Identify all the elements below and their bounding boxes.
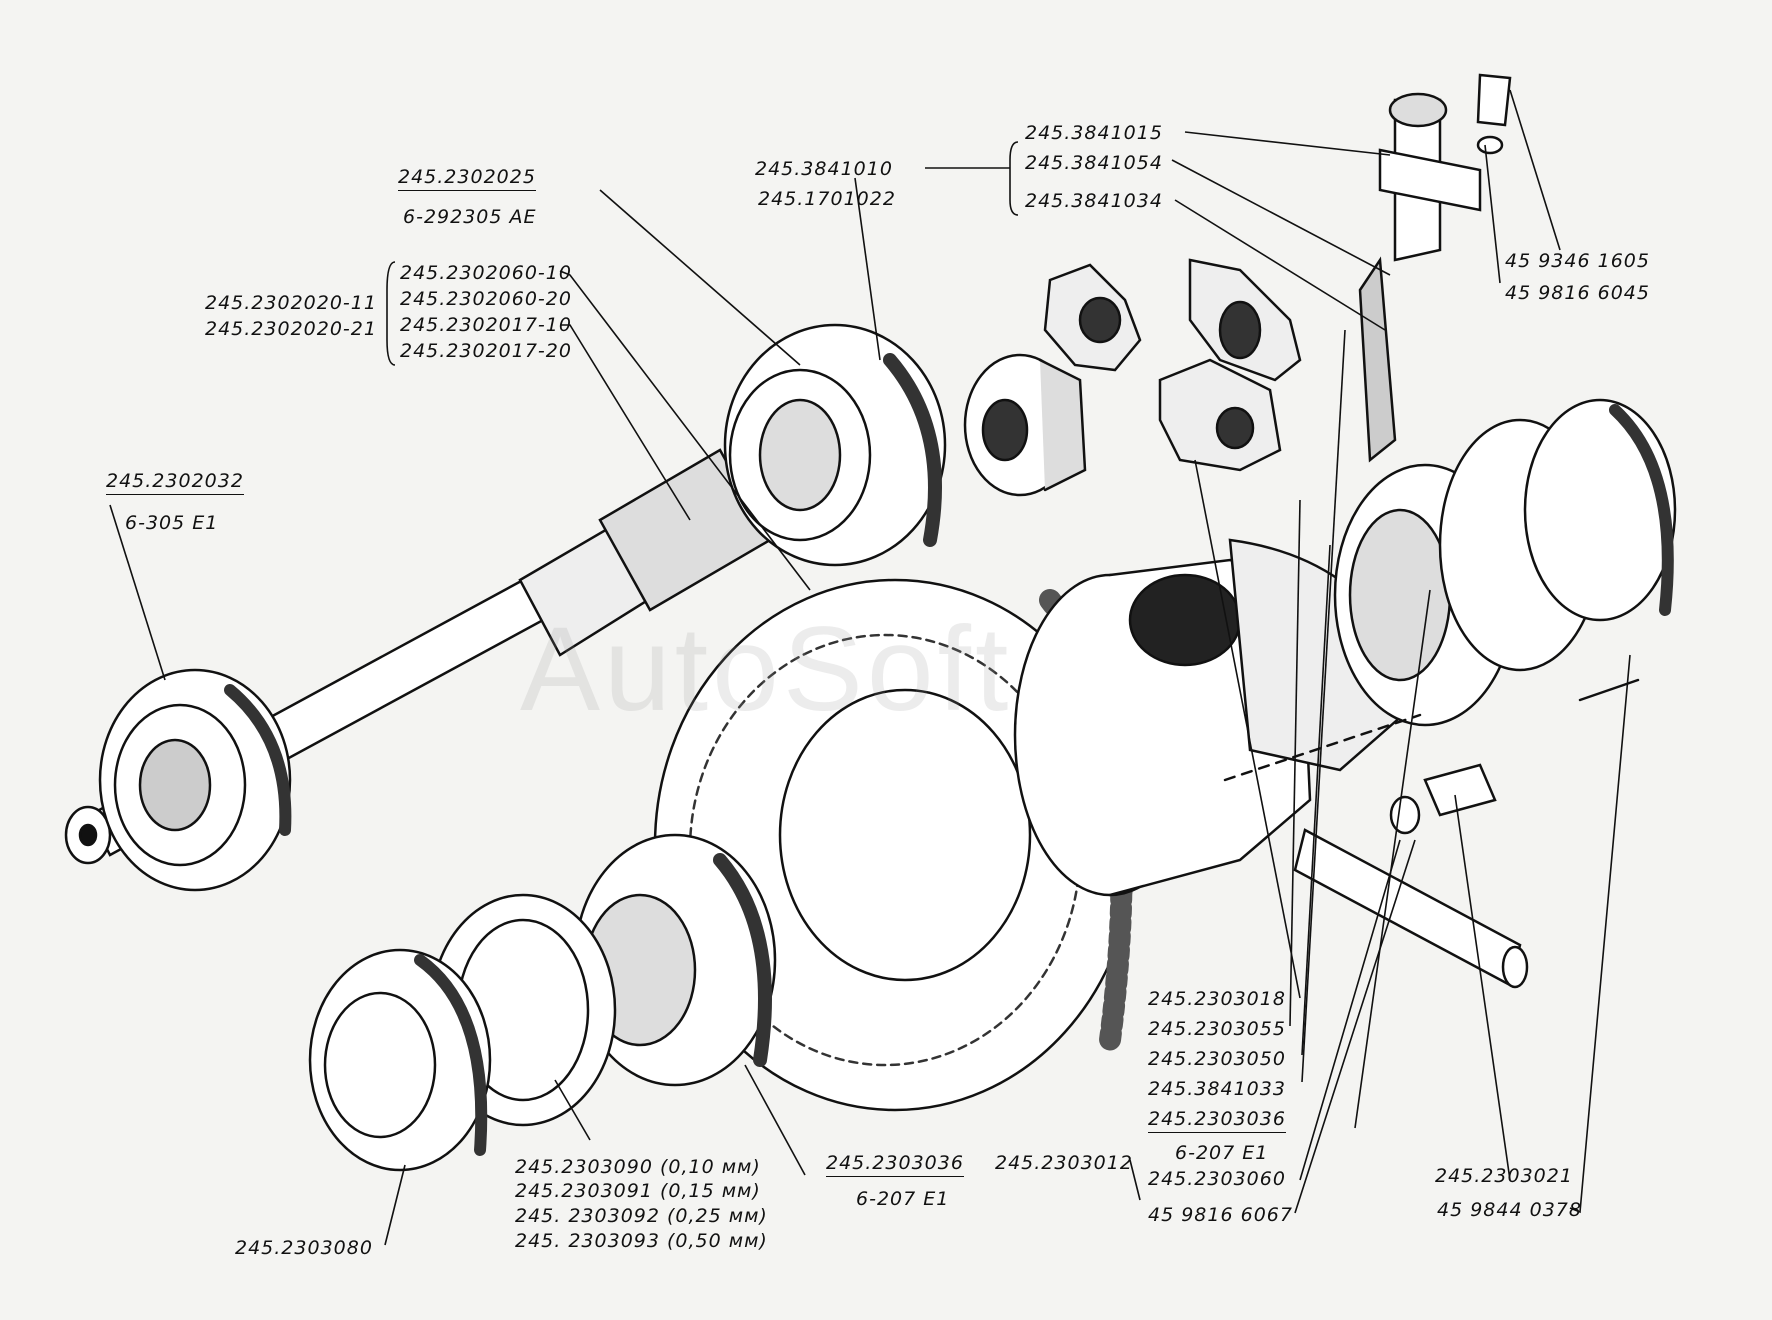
- label-245-3841033: 245.3841033: [1148, 1078, 1286, 1100]
- left-shaft-bearing: [98, 668, 292, 892]
- side-gear-small: [963, 353, 1087, 497]
- speedometer-drive: [1358, 73, 1512, 463]
- label-245-2303012: 245.2303012: [995, 1152, 1133, 1174]
- satellite-gear-2: [1188, 258, 1302, 382]
- label-45-9816-6067: 45 9816 6067: [1148, 1204, 1293, 1226]
- label-245-2303080: 245.2303080: [235, 1237, 373, 1259]
- oil-seal: [308, 948, 492, 1172]
- label-245-3841054: 245.3841054: [1025, 152, 1163, 174]
- satellite-gear-3: [1158, 358, 1282, 472]
- label-6-305-e1: 6-305 Е1: [125, 512, 219, 534]
- label-245-3841010: 245.3841010: [755, 158, 893, 180]
- label-245-2303060: 245.2303060: [1148, 1168, 1286, 1190]
- label-245-2302025: 245.2302025: [398, 166, 536, 191]
- label-6-207-e1-right: 6-207 Е1: [1175, 1142, 1269, 1164]
- label-245-1701022: 245.1701022: [758, 188, 896, 210]
- right-seal: [1523, 398, 1677, 622]
- watermark-text: AutoSoft: [520, 602, 1013, 736]
- label-245-2302017-20: 245.2302017-20: [400, 340, 572, 362]
- label-245-2302060-20: 245.2302060-20: [400, 288, 572, 310]
- label-45-9844-0378: 45 9844 0378: [1437, 1199, 1582, 1221]
- label-45-9816-6045: 45 9816 6045: [1505, 282, 1650, 304]
- shaft-roller-bearing: [723, 323, 947, 567]
- differential-case: [1013, 538, 1422, 897]
- label-245-2303090: 245.2303090 (0,10 мм): [515, 1156, 761, 1178]
- label-6-207-e1-bottom: 6-207 Е1: [856, 1188, 950, 1210]
- label-6-292305: 6-292305 АЕ: [403, 206, 537, 228]
- label-245-2302060-10: 245.2302060-10: [400, 262, 572, 284]
- label-245-2303092: 245. 2303092 (0,25 мм): [515, 1205, 768, 1227]
- label-245-2302020-11: 245.2302020-11: [205, 292, 377, 314]
- label-245-2303021: 245.2303021: [1435, 1165, 1573, 1187]
- label-245-2303050: 245.2303050: [1148, 1048, 1286, 1070]
- satellite-gear-1: [1043, 263, 1142, 372]
- label-245-3841015: 245.3841015: [1025, 122, 1163, 144]
- bottom-bearing: [573, 833, 777, 1087]
- label-245-2303036-bottom: 245.2303036: [826, 1152, 964, 1177]
- label-245-2303036-right: 245.2303036: [1148, 1108, 1286, 1133]
- satellite-axle: [1293, 828, 1529, 989]
- label-245-2303018: 245.2303018: [1148, 988, 1286, 1010]
- bolt-lock: [1223, 678, 1640, 835]
- label-45-9346-1605: 45 9346 1605: [1505, 250, 1650, 272]
- label-245-2303093: 245. 2303093 (0,50 мм): [515, 1230, 768, 1252]
- label-245-2302020-21: 245.2302020-21: [205, 318, 377, 340]
- label-245-2303091: 245.2303091 (0,15 мм): [515, 1180, 761, 1202]
- label-245-2302032: 245.2302032: [106, 470, 244, 495]
- label-245-2303055: 245.2303055: [1148, 1018, 1286, 1040]
- label-245-3841034: 245.3841034: [1025, 190, 1163, 212]
- label-245-2302017-10: 245.2302017-10: [400, 314, 572, 336]
